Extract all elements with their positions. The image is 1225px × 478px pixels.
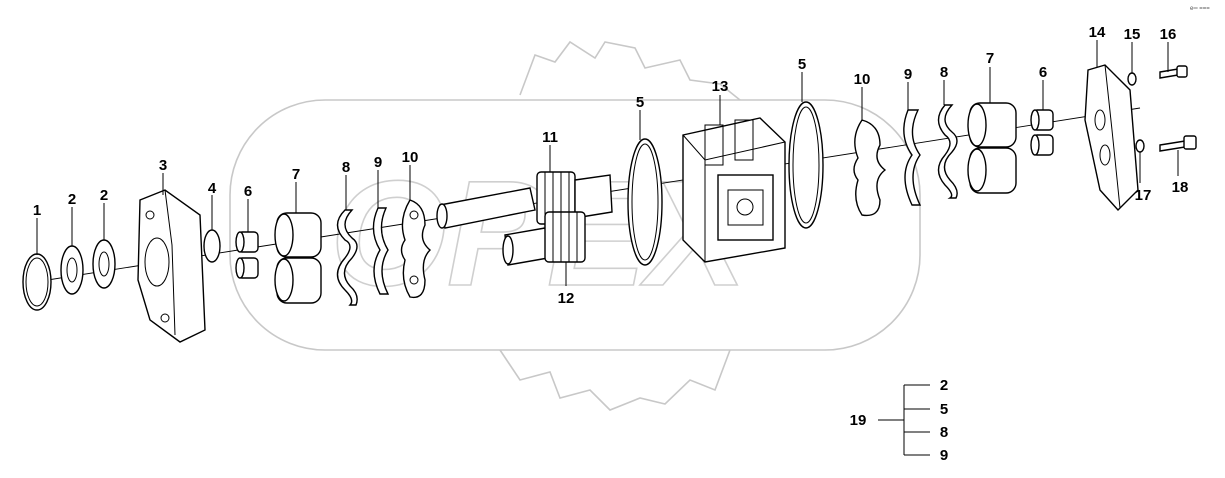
kit-item: 5 [940, 401, 948, 418]
gasket-part-left [372, 207, 390, 295]
callout-17: 17 [1135, 187, 1152, 204]
bearing-block-part-left [274, 212, 322, 304]
bushing-part-right [1030, 109, 1054, 156]
callout-15: 15 [1124, 26, 1141, 43]
callout-9: 9 [904, 66, 912, 83]
small-washer-part-bottom [1135, 139, 1145, 153]
washer-part-a [60, 245, 84, 295]
callout-2: 2 [100, 187, 108, 204]
callout-6: 6 [244, 183, 252, 200]
bearing-block-part-right [967, 102, 1017, 194]
callout-13: 13 [712, 78, 729, 95]
bolt-part-bottom [1159, 135, 1197, 152]
callout-2: 2 [68, 191, 76, 208]
o-ring-part [203, 229, 221, 263]
seal-part-left [336, 209, 358, 306]
callout-6: 6 [1039, 64, 1047, 81]
callout-11: 11 [542, 129, 558, 146]
end-cover-part [1084, 64, 1139, 212]
kit-item: 2 [940, 377, 948, 394]
callout-labels: 1 2 2 3 4 6 7 8 9 10 11 12 5 13 5 10 9 8… [33, 24, 1189, 307]
callout-5: 5 [636, 94, 644, 111]
callout-14: 14 [1089, 24, 1106, 41]
bolt-part-top [1159, 65, 1188, 79]
snap-ring-part [22, 253, 52, 311]
callout-8: 8 [940, 64, 948, 81]
callout-1: 1 [33, 202, 41, 219]
pump-body-part [682, 117, 786, 263]
callout-18: 18 [1172, 179, 1189, 196]
corner-mark: e═ === [1190, 6, 1210, 12]
bushing-part-left [235, 231, 259, 279]
callout-9: 9 [374, 154, 382, 171]
driven-gear-part [502, 211, 586, 266]
kit-item: 8 [940, 424, 948, 441]
gasket-part-right [903, 109, 922, 206]
kit-item: 9 [940, 447, 948, 464]
o-ring-large-part-right [788, 101, 824, 229]
callout-5: 5 [798, 56, 806, 73]
callout-8: 8 [342, 159, 350, 176]
small-washer-part-top [1127, 72, 1137, 86]
seal-plate-part-right [853, 119, 887, 217]
seal-part-right [937, 104, 958, 199]
washer-part-b [92, 239, 116, 289]
kit-label: 19 [850, 412, 867, 429]
callout-12: 12 [558, 290, 575, 307]
flange-cover-part [137, 189, 206, 343]
callout-7: 7 [292, 166, 300, 183]
callout-10: 10 [402, 149, 419, 166]
kit-bracket: 19 2 5 8 9 [850, 377, 949, 464]
leader-lines [36, 40, 1179, 286]
seal-plate-part-left [400, 199, 432, 299]
callout-3: 3 [159, 157, 167, 174]
callout-4: 4 [208, 180, 217, 197]
o-ring-large-part-left [627, 138, 663, 266]
callout-10: 10 [854, 71, 871, 88]
callout-16: 16 [1160, 26, 1177, 43]
callout-7: 7 [986, 50, 994, 67]
drive-gear-part [436, 171, 613, 229]
